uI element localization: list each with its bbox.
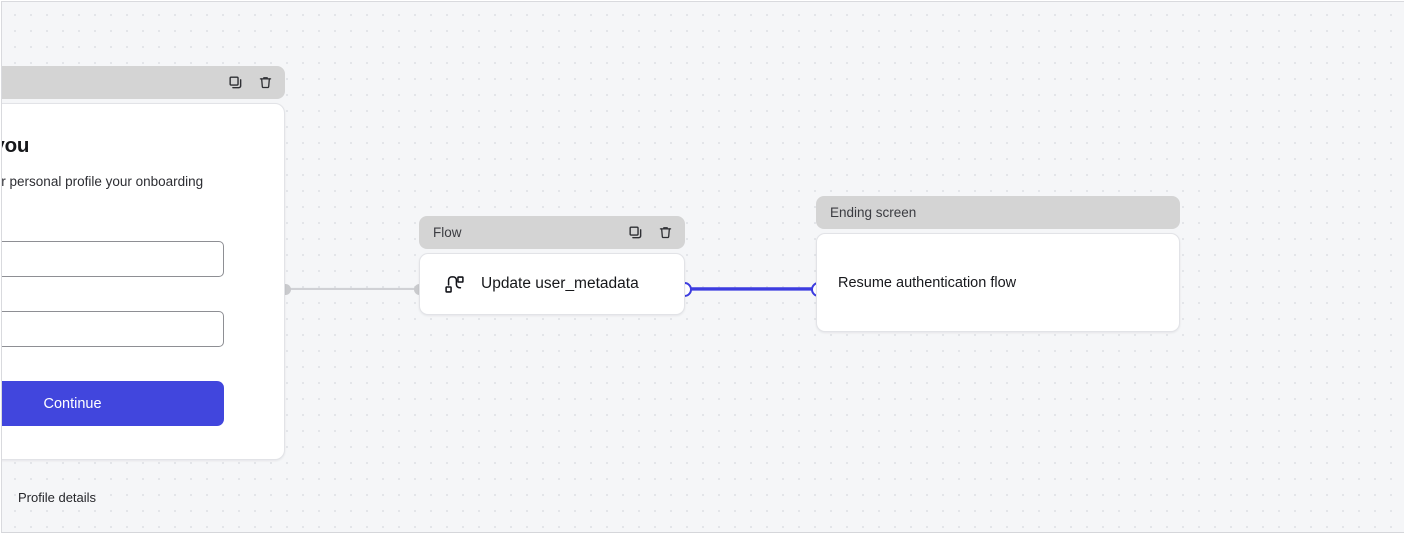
continue-button[interactable]: Continue — [2, 381, 224, 426]
node-ending-body: Resume authentication flow — [816, 233, 1180, 332]
node-flow-body: Update user_metadata — [419, 253, 685, 315]
trash-icon[interactable] — [257, 74, 274, 91]
duplicate-icon[interactable] — [627, 224, 644, 241]
node-profile-form[interactable]: t about you complete your personal profi… — [1, 66, 285, 460]
node-flow-header[interactable]: Flow — [419, 216, 685, 249]
node-flow-header-actions — [627, 224, 674, 241]
trash-icon[interactable] — [657, 224, 674, 241]
node-form-caption: Profile details — [18, 490, 97, 505]
node-ending-title: Ending screen — [830, 205, 917, 220]
node-flow-title: Flow — [433, 225, 462, 240]
flow-node-icon — [443, 273, 465, 295]
flow-node-label: Update user_metadata — [481, 275, 639, 292]
node-form-header[interactable] — [2, 66, 285, 99]
node-flow[interactable]: Flow — [419, 216, 685, 315]
node-ending-header[interactable]: Ending screen — [816, 196, 1180, 229]
form-subheading: complete your personal profile your onbo… — [1, 174, 204, 189]
node-ending-screen[interactable]: Ending screen Resume authentication flow — [816, 196, 1180, 332]
form-field-first[interactable] — [2, 241, 224, 277]
ending-screen-label: Resume authentication flow — [838, 274, 1017, 291]
node-form-body: t about you complete your personal profi… — [1, 103, 285, 460]
duplicate-icon[interactable] — [227, 74, 244, 91]
handle-form-source[interactable] — [280, 284, 291, 295]
form-field-second[interactable] — [2, 311, 224, 347]
node-form-header-actions — [227, 74, 274, 91]
form-heading: t about you — [2, 134, 30, 157]
